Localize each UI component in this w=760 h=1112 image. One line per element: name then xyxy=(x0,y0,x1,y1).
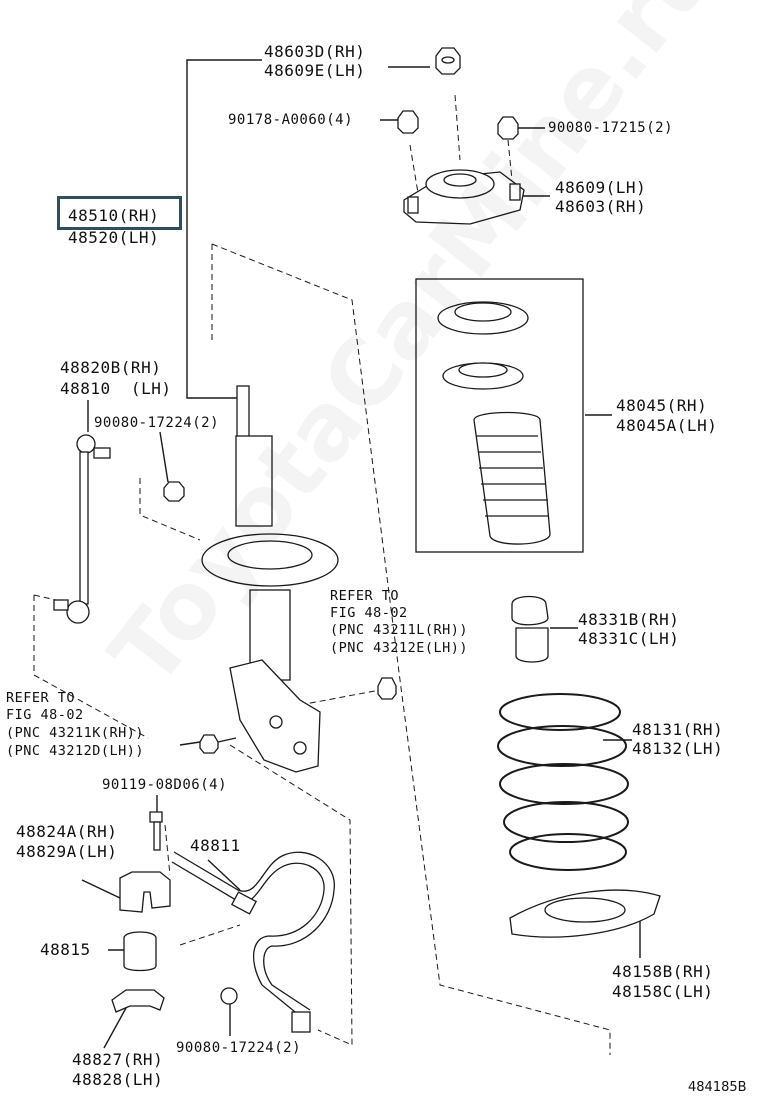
label-90080-17224-upper: 90080-17224(2) xyxy=(94,415,220,431)
label-48827: 48827(RH) xyxy=(72,1050,164,1069)
label-48828: 48828(LH) xyxy=(72,1070,164,1089)
label-48045a: 48045A(LH) xyxy=(616,416,718,435)
refer-left-line3: (PNC 43211K(RH)) xyxy=(6,725,145,741)
label-48132: 48132(LH) xyxy=(632,739,724,758)
label-48810: 48810 (LH) xyxy=(60,379,172,398)
label-48609e: 48609E(LH) xyxy=(264,61,366,80)
label-48811: 48811 xyxy=(190,836,241,855)
label-48510: 48510(RH) xyxy=(68,206,160,225)
label-90080-17215: 90080-17215(2) xyxy=(548,120,674,136)
label-48331c: 48331C(LH) xyxy=(578,629,680,648)
refer-right-line1: REFER TO xyxy=(330,588,400,604)
label-48520: 48520(LH) xyxy=(68,228,160,247)
label-48131: 48131(RH) xyxy=(632,720,724,739)
highlight-box xyxy=(57,196,182,230)
label-48603: 48603(RH) xyxy=(555,197,647,216)
label-48824a: 48824A(RH) xyxy=(16,822,118,841)
label-90119: 90119-08D06(4) xyxy=(102,777,228,793)
label-48820b: 48820B(RH) xyxy=(60,358,162,377)
label-48815: 48815 xyxy=(40,940,91,959)
figure-number: 484185B xyxy=(688,1080,747,1095)
label-90178: 90178-A0060(4) xyxy=(228,112,354,128)
label-48829a: 48829A(LH) xyxy=(16,842,118,861)
refer-right-line4: (PNC 43212E(LH)) xyxy=(330,640,469,656)
refer-left-line2: FIG 48-02 xyxy=(6,707,84,723)
refer-right-line3: (PNC 43211L(RH)) xyxy=(330,622,469,638)
label-90080-17224-lower: 90080-17224(2) xyxy=(176,1040,302,1056)
label-48603d: 48603D(RH) xyxy=(264,42,366,61)
label-48158c: 48158C(LH) xyxy=(612,982,714,1001)
label-48045: 48045(RH) xyxy=(616,396,708,415)
label-48609: 48609(LH) xyxy=(555,178,647,197)
refer-left-line1: REFER TO xyxy=(6,690,76,706)
refer-right-line2: FIG 48-02 xyxy=(330,605,408,621)
label-48158b: 48158B(RH) xyxy=(612,962,714,981)
refer-left-line4: (PNC 43212D(LH)) xyxy=(6,743,145,759)
label-48331b: 48331B(RH) xyxy=(578,610,680,629)
strut-leader-line xyxy=(186,59,262,399)
